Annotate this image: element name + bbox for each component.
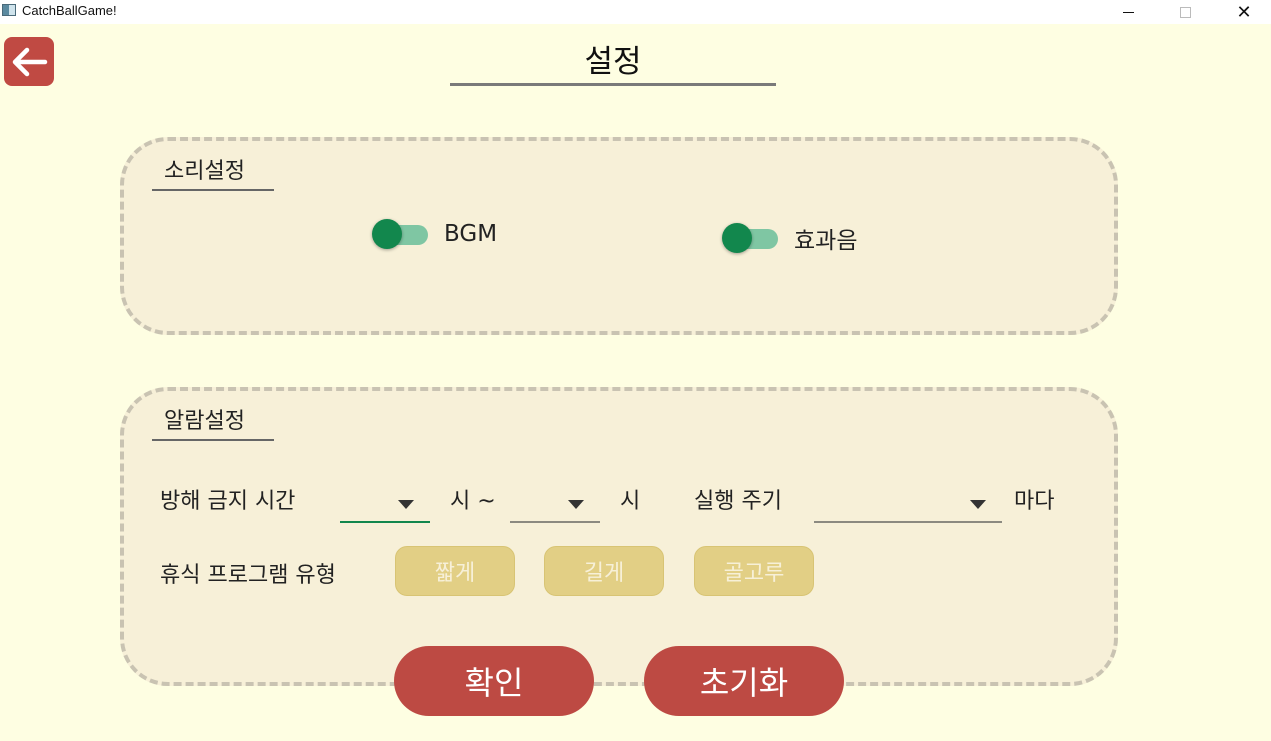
rest-short-button[interactable]: 짧게 xyxy=(395,546,515,596)
sound-section-title: 소리설정 xyxy=(152,157,274,191)
rest-long-button[interactable]: 길게 xyxy=(544,546,664,596)
window-titlebar: CatchBallGame! ✕ xyxy=(0,0,1271,24)
chevron-down-icon xyxy=(568,500,584,509)
chevron-down-icon xyxy=(398,500,414,509)
sfx-label: 효과음 xyxy=(794,228,858,254)
bgm-toggle-switch[interactable] xyxy=(372,219,430,249)
interval-label: 실행 주기 xyxy=(694,489,782,514)
sfx-toggle[interactable]: 효과음 xyxy=(722,221,857,255)
minimize-icon xyxy=(1122,11,1134,13)
dnd-time-label: 방해 금지 시간 xyxy=(160,489,296,514)
page-title: 설정 xyxy=(584,44,642,80)
interval-select[interactable] xyxy=(814,489,1002,523)
close-button[interactable]: ✕ xyxy=(1219,0,1269,24)
arrow-left-icon xyxy=(12,47,48,76)
hour-suffix-label: 시 xyxy=(620,489,641,514)
confirm-button[interactable]: 확인 xyxy=(394,646,594,716)
dnd-end-hour-select[interactable] xyxy=(510,489,600,523)
rest-mixed-button[interactable]: 골고루 xyxy=(694,546,814,596)
maximize-button[interactable] xyxy=(1160,0,1210,24)
interval-suffix-label: 마다 xyxy=(1014,489,1055,514)
window-title: CatchBallGame! xyxy=(22,3,117,18)
bgm-toggle-knob[interactable] xyxy=(372,219,402,249)
hour-tilde-label: 시 ~ xyxy=(450,489,496,514)
title-underline xyxy=(450,83,776,86)
alarm-section-title: 알람설정 xyxy=(152,407,274,441)
back-button[interactable] xyxy=(4,37,54,86)
maximize-icon xyxy=(1179,6,1191,18)
reset-button[interactable]: 초기화 xyxy=(644,646,844,716)
alarm-settings-panel: 알람설정 방해 금지 시간 시 ~ 시 실행 주기 마다 휴식 프로그램 유형 … xyxy=(120,387,1118,686)
sfx-toggle-switch[interactable] xyxy=(722,223,780,253)
minimize-button[interactable] xyxy=(1103,0,1153,24)
bgm-label: BGM xyxy=(444,221,498,247)
dnd-start-hour-select[interactable] xyxy=(340,489,430,523)
app-icon xyxy=(2,4,16,16)
chevron-down-icon xyxy=(970,500,986,509)
close-icon: ✕ xyxy=(1236,1,1252,23)
bgm-toggle[interactable]: BGM xyxy=(372,219,498,249)
sound-settings-panel: 소리설정 BGM 효과음 xyxy=(120,137,1118,335)
sfx-toggle-knob[interactable] xyxy=(722,223,752,253)
rest-program-label: 휴식 프로그램 유형 xyxy=(160,563,336,588)
